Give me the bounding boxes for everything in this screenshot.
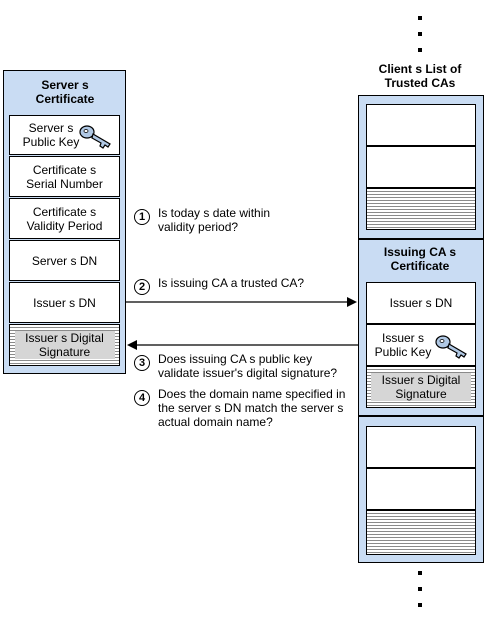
issuing-ca-dn-cell: Issuer s DN [366,282,476,324]
serial-number-cell: Certificate s Serial Number [9,156,120,197]
issuer-dn-label: Issuer s DN [33,295,96,310]
ellipsis-dot-top-2 [418,32,422,36]
step-4-number: 4 [134,390,150,406]
trusted-ca-bottom-cell-1 [366,426,476,468]
validity-period-label: Certificate s Validity Period [26,204,103,233]
client-list-title: Client s List of Trusted CAs [378,62,462,90]
serial-number-label: Certificate s Serial Number [26,162,103,191]
validity-period-cell: Certificate s Validity Period [9,198,120,239]
trusted-ca-bottom-signature [366,510,476,555]
ellipsis-dot-bottom-3 [418,603,422,607]
trusted-ca-top-cell-2 [366,146,476,188]
issuing-ca-public-key-cell: Issuer s Public Key [366,324,476,366]
step-3-text: Does issuing CA s public key validate is… [158,352,338,380]
issuing-ca-signature-cell: Issuer s Digital Signature [366,366,476,408]
step-2-number: 2 [134,279,150,295]
issuing-ca-title: Issuing CA s Certificate [383,245,457,273]
step-1-text: Is today s date within validity period? [158,206,271,234]
trusted-ca-bottom-cell-2 [366,468,476,510]
issuing-ca-dn-label: Issuer s DN [389,296,453,310]
separator-upper [358,238,484,240]
trusted-ca-top-signature [366,188,476,230]
ellipsis-dot-top-1 [418,16,422,20]
arrow-to-signature-head [127,340,137,350]
issuer-signature-label: Issuer s Digital Signature [14,331,115,359]
step-4-text: Does the domain name specified in the se… [158,387,346,429]
server-dn-label: Server s DN [31,253,98,268]
ellipsis-dot-bottom-1 [418,571,422,575]
server-dn-cell: Server s DN [9,240,120,281]
step-1-number: 1 [134,209,150,225]
step-3-number: 3 [134,355,150,371]
issuing-ca-public-key-label: Issuer s Public Key [374,331,432,359]
key-icon [435,335,467,359]
issuer-dn-cell: Issuer s DN [9,282,120,323]
issuing-ca-signature-label: Issuer s Digital Signature [371,373,471,401]
server-certificate-title: Server s Certificate [35,78,95,106]
server-public-key-label: Server s Public Key [22,121,80,149]
ellipsis-dot-bottom-2 [418,587,422,591]
separator-lower [358,415,484,417]
arrow-to-trusted-ca-head [347,297,357,307]
server-public-key-cell: Server s Public Key [9,115,120,155]
issuer-signature-cell: Issuer s Digital Signature [9,324,120,366]
ellipsis-dot-top-3 [418,48,422,52]
step-2-text: Is issuing CA a trusted CA? [158,276,305,290]
key-icon [79,125,111,149]
trusted-ca-top-cell-1 [366,104,476,146]
